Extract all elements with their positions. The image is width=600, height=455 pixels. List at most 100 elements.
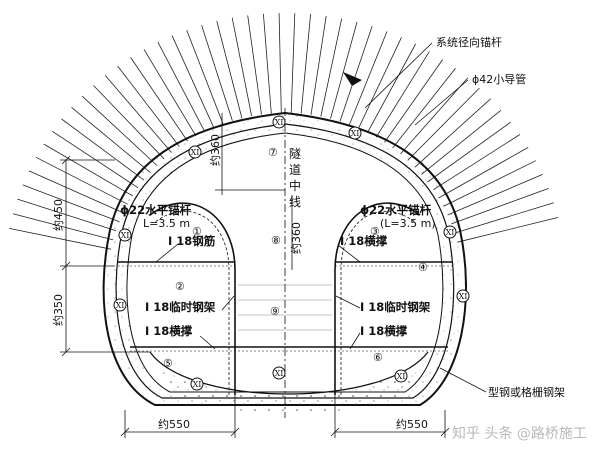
radial-bolt	[310, 15, 327, 115]
zone-2: ②	[175, 280, 185, 293]
radial-bolt	[375, 51, 430, 138]
radial-bolt	[392, 68, 456, 149]
radial-bolt	[216, 20, 243, 119]
radial-bolt	[93, 85, 165, 160]
leader-lines	[155, 42, 487, 393]
svg-text:隧: 隧	[289, 146, 301, 161]
zone-8: ⑧	[271, 234, 281, 247]
primary-support-contour	[126, 132, 444, 393]
svg-text:中: 中	[289, 178, 301, 193]
radial-bolt	[43, 143, 133, 197]
radial-bolt	[61, 118, 145, 181]
radial-bolt	[414, 98, 491, 168]
zone-9: ⑨	[270, 305, 280, 318]
radial-bolt	[157, 42, 206, 132]
radial-bolt	[17, 198, 117, 232]
svg-text:XI: XI	[275, 369, 284, 378]
radial-bolt	[12, 213, 114, 241]
radial-bolt	[300, 14, 311, 114]
svg-text:XI: XI	[121, 231, 130, 240]
radial-bolt	[330, 21, 358, 119]
svg-text:线: 线	[289, 195, 301, 209]
dim-550-left: 约550	[158, 418, 190, 431]
zone-7: ⑦	[268, 146, 278, 159]
dimension-lines	[60, 113, 450, 438]
radial-bolt	[130, 57, 188, 142]
label-rebar-left: I 18钢筋	[168, 234, 216, 248]
radial-bolt	[427, 121, 512, 183]
radial-bolt	[438, 147, 529, 199]
label-system-bolt: 系统径向锚杆	[436, 35, 502, 49]
dim-360-mid: 约360	[290, 222, 303, 254]
radial-bolt	[451, 188, 549, 225]
radial-bolt	[349, 31, 388, 125]
radial-bolt	[52, 130, 139, 189]
radial-bolt	[263, 13, 272, 114]
label-brace-right-2: I 18横撑	[360, 324, 408, 338]
radial-bolt	[320, 18, 343, 117]
label-bolt-left: ϕ22水平锚杆	[120, 203, 192, 217]
radial-bolt	[201, 25, 233, 121]
radial-bolt-lines	[9, 13, 559, 250]
dim-550-right: 约550	[396, 418, 428, 431]
watermark: 知乎 头条 @路桥施工	[452, 425, 587, 442]
zone-4: ④	[418, 261, 428, 274]
zone-5: ⑤	[163, 357, 173, 370]
dim-350: 约350	[52, 294, 65, 326]
centerline-label: 隧 道 中 线	[289, 146, 301, 209]
radial-bolt	[407, 87, 480, 161]
label-steel-frame: 型钢或格栅钢架	[488, 385, 565, 399]
radial-bolt	[186, 29, 224, 124]
zone-3: ③	[370, 225, 380, 238]
horizontal-braces	[118, 261, 452, 352]
bolt-markers	[113, 115, 470, 391]
radial-bolt	[28, 170, 124, 214]
svg-text:XI: XI	[275, 118, 284, 127]
radial-bolt	[231, 17, 252, 117]
radial-bolt	[447, 174, 543, 216]
radial-bolt	[81, 95, 158, 166]
label-temp-frame-left: I 18临时钢架	[145, 300, 216, 314]
radial-bolt	[35, 156, 128, 205]
zone-1: ①	[192, 225, 202, 238]
radial-bolt	[367, 43, 416, 133]
svg-text:道: 道	[289, 163, 301, 177]
svg-text:XI: XI	[191, 148, 200, 157]
invert-concrete	[150, 352, 428, 413]
radial-bolt	[339, 26, 373, 122]
radial-bolt	[433, 134, 521, 191]
radial-bolt	[171, 35, 215, 128]
radial-bolt	[443, 160, 536, 207]
radial-bolt	[278, 13, 282, 114]
radial-bolt	[104, 75, 172, 153]
radial-bolt	[22, 184, 120, 223]
dim-450: 约450	[52, 199, 65, 231]
label-brace-right: I 18横撑	[340, 234, 388, 248]
radial-bolt	[247, 15, 262, 115]
svg-text:XI: XI	[193, 380, 202, 389]
svg-text:XI: XI	[116, 301, 125, 310]
radial-bolt	[143, 49, 197, 137]
label-bolt-left-length: L=3.5 m	[143, 217, 190, 230]
label-small-pipe: ϕ42小导管	[472, 72, 526, 86]
radial-bolt	[457, 217, 559, 243]
right-temp-frame-inner	[340, 210, 416, 395]
svg-text:XI: XI	[459, 292, 468, 301]
bolt-marker-labels: XI XI XI XI XI XI XI XI XI XI	[116, 118, 468, 389]
radial-bolt	[9, 228, 111, 250]
label-bolt-right-length: (L=3.5 m)	[380, 217, 436, 230]
svg-text:XI: XI	[397, 372, 406, 381]
radial-bolt	[400, 77, 469, 155]
pipe-arrow-icon	[343, 72, 362, 86]
radial-bolt	[71, 106, 151, 173]
left-temp-frame-inner	[154, 210, 230, 395]
radial-bolt	[421, 109, 502, 175]
radial-bolt	[384, 59, 444, 143]
label-bolt-right: ϕ22水平锚杆	[360, 203, 432, 217]
radial-bolt	[117, 65, 180, 147]
label-brace-left-2: I 18横撑	[145, 324, 193, 338]
radial-bolt	[358, 37, 402, 129]
svg-text:XI: XI	[351, 129, 360, 138]
